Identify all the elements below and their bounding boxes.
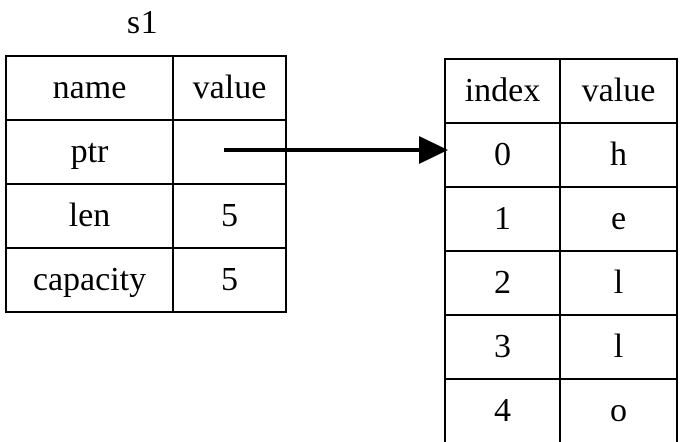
struct-field-name-len: len [5, 183, 174, 249]
table-header-row: name value [5, 55, 287, 121]
buffer-value-1: e [559, 186, 678, 252]
buffer-table: index value 0 h 1 e 2 l 3 l 4 o [444, 58, 678, 442]
table-row: capacity 5 [5, 247, 287, 313]
buffer-index-1: 1 [444, 186, 561, 252]
table-row: ptr [5, 119, 287, 185]
table-row: 0 h [444, 122, 678, 188]
struct-table: name value ptr len 5 capacity 5 [5, 55, 287, 313]
struct-field-value-len: 5 [172, 183, 287, 249]
struct-header-name: name [5, 55, 174, 121]
buffer-value-3: l [559, 314, 678, 380]
buffer-index-4: 4 [444, 378, 561, 442]
table-header-row: index value [444, 58, 678, 124]
table-row: 4 o [444, 378, 678, 442]
struct-field-name-ptr: ptr [5, 119, 174, 185]
buffer-value-4: o [559, 378, 678, 442]
buffer-index-0: 0 [444, 122, 561, 188]
buffer-index-2: 2 [444, 250, 561, 316]
page-title: s1 [126, 4, 159, 41]
buffer-index-3: 3 [444, 314, 561, 380]
buffer-header-index: index [444, 58, 561, 124]
table-row: 1 e [444, 186, 678, 252]
struct-field-value-capacity: 5 [172, 247, 287, 313]
buffer-value-2: l [559, 250, 678, 316]
struct-field-value-ptr [172, 119, 287, 185]
buffer-value-0: h [559, 122, 678, 188]
struct-header-value: value [172, 55, 287, 121]
table-row: len 5 [5, 183, 287, 249]
table-row: 2 l [444, 250, 678, 316]
struct-field-name-capacity: capacity [5, 247, 174, 313]
buffer-header-value: value [559, 58, 678, 124]
table-row: 3 l [444, 314, 678, 380]
